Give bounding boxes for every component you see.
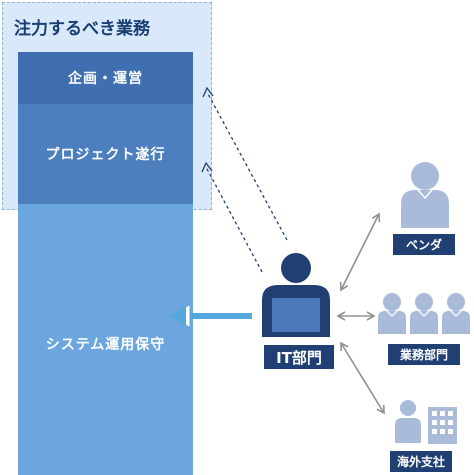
dashed-connector-projects: [201, 161, 263, 273]
arrow-vendor: [339, 212, 381, 292]
arrow-overseas: [340, 341, 385, 415]
task-operations: システム運用保守: [18, 204, 193, 475]
it-department-label: IT部門: [264, 345, 334, 369]
vendor-label: ベンダ: [393, 234, 455, 255]
task-projects-label: プロジェクト遂行: [45, 147, 166, 163]
laptop-icon: [272, 298, 320, 332]
business-dept-label: 業務部門: [388, 344, 460, 365]
it-person-icon: [262, 253, 330, 337]
overseas-person-icon: [395, 400, 421, 443]
operations-arrow: [170, 305, 252, 327]
task-planning: 企画・運営: [18, 52, 193, 104]
business-group-icon: [378, 293, 470, 334]
dashed-connector-planning: [202, 86, 288, 241]
task-planning-label: 企画・運営: [68, 71, 143, 87]
building-icon: [428, 407, 457, 444]
task-operations-label: システム運用保守: [45, 336, 166, 353]
overseas-branch-label: 海外支社: [390, 451, 452, 472]
vendor-person-icon: [401, 162, 449, 228]
focus-area-title: 注力するべき業務: [14, 19, 150, 39]
task-projects: プロジェクト遂行: [18, 104, 193, 204]
